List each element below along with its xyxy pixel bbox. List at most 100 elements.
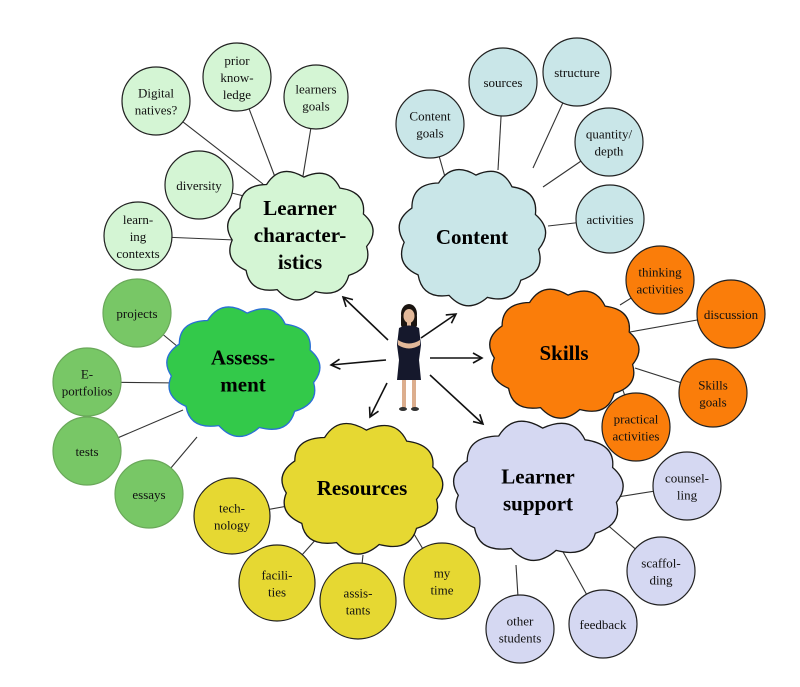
node-label-line: natives? <box>135 103 178 118</box>
node-bubble[interactable] <box>238 544 316 622</box>
hub-cloud-resources[interactable] <box>281 422 444 555</box>
node-assessment-2[interactable]: tests <box>52 416 122 486</box>
hub-label-line: Skills <box>539 341 588 365</box>
node-label-line: Digital <box>138 86 174 101</box>
node-label-line: discussion <box>704 307 759 322</box>
node-label-line: goals <box>699 395 726 410</box>
node-assessment-1[interactable]: E-portfolios <box>52 347 122 417</box>
node-label-line: diversity <box>176 178 222 193</box>
cluster-assessment: Assess-mentprojectsE-portfoliostestsessa… <box>52 278 321 529</box>
node-bubble[interactable] <box>678 358 748 428</box>
node-label-line: feedback <box>580 617 627 632</box>
hub-cloud-skills[interactable] <box>489 288 640 419</box>
node-bubble[interactable] <box>52 416 122 486</box>
node-label-line: learn- <box>123 212 153 227</box>
node-learner-support-1[interactable]: scaffol-ding <box>626 536 696 606</box>
node-label-line: other <box>507 614 534 629</box>
hub-cloud-learner-characteristics[interactable] <box>227 170 374 301</box>
node-label-line: portfolios <box>62 384 113 399</box>
node-learner-support-0[interactable]: counsel-ling <box>652 451 722 521</box>
node-assessment-0[interactable]: projects <box>102 278 172 348</box>
node-resources-1[interactable]: facili-ties <box>238 544 316 622</box>
node-bubble[interactable] <box>574 107 644 177</box>
node-label-line: assis- <box>344 586 373 601</box>
node-content-1[interactable]: sources <box>468 47 538 117</box>
node-bubble[interactable] <box>626 536 696 606</box>
node-label-line: E- <box>81 367 93 382</box>
figure-dress <box>397 325 421 380</box>
node-resources-2[interactable]: assis-tants <box>319 562 397 640</box>
node-skills-1[interactable]: discussion <box>696 279 766 349</box>
node-bubble[interactable] <box>485 594 555 664</box>
arrow-to-assessment <box>329 358 387 370</box>
node-label: projects <box>116 306 157 321</box>
node-bubble[interactable] <box>283 64 349 130</box>
node-bubble[interactable] <box>319 562 397 640</box>
node-bubble[interactable] <box>114 459 184 529</box>
node-resources-0[interactable]: tech-nology <box>193 477 271 555</box>
node-bubble[interactable] <box>601 392 671 462</box>
node-content-4[interactable]: activities <box>575 184 645 254</box>
node-label-line: practical <box>614 412 659 427</box>
node-learner-characteristics-0[interactable]: Digital natives? <box>121 66 191 136</box>
node-bubble[interactable] <box>696 279 766 349</box>
node-label-line: time <box>430 583 453 598</box>
node-label-line: Content <box>409 109 451 124</box>
node-bubble[interactable] <box>52 347 122 417</box>
node-label: diversity <box>176 178 222 193</box>
hub-label-line: Assess- <box>211 346 275 370</box>
node-bubble[interactable] <box>193 477 271 555</box>
node-bubble[interactable] <box>403 542 481 620</box>
hub-label-line: Learner <box>263 196 336 220</box>
node-learner-support-2[interactable]: feedback <box>568 589 638 659</box>
node-bubble[interactable] <box>103 201 173 271</box>
node-label-line: sources <box>484 75 523 90</box>
node-bubble[interactable] <box>121 66 191 136</box>
node-bubble[interactable] <box>395 89 465 159</box>
node-label-line: activities <box>587 212 634 227</box>
node-bubble[interactable] <box>468 47 538 117</box>
node-label-line: depth <box>595 144 624 159</box>
node-label: essays <box>132 487 165 502</box>
arrow-to-resources <box>368 382 388 419</box>
node-label-line: tech- <box>219 501 245 516</box>
node-bubble[interactable] <box>625 245 695 315</box>
node-label: scaffol-ding <box>641 556 680 588</box>
figure-face <box>403 309 415 323</box>
node-label-line: quantity/ <box>586 127 633 142</box>
node-bubble[interactable] <box>164 150 234 220</box>
hub-label-line: Resources <box>317 476 408 500</box>
node-content-3[interactable]: quantity/depth <box>574 107 644 177</box>
node-bubble[interactable] <box>575 184 645 254</box>
node-label-line: projects <box>116 306 157 321</box>
node-learner-characteristics-3[interactable]: diversity <box>164 150 234 220</box>
node-bubble[interactable] <box>568 589 638 659</box>
node-bubble[interactable] <box>542 37 612 107</box>
node-bubble[interactable] <box>102 278 172 348</box>
hub-cloud-assessment[interactable] <box>166 306 321 438</box>
hub-label-line: Content <box>436 225 508 249</box>
node-content-2[interactable]: structure <box>542 37 612 107</box>
node-assessment-3[interactable]: essays <box>114 459 184 529</box>
node-bubble[interactable] <box>202 42 272 112</box>
node-bubble[interactable] <box>652 451 722 521</box>
node-label: feedback <box>580 617 627 632</box>
node-label-line: tants <box>346 603 371 618</box>
hub-cloud-content[interactable] <box>398 168 547 307</box>
hub-cloud-learner-support[interactable] <box>452 420 624 562</box>
